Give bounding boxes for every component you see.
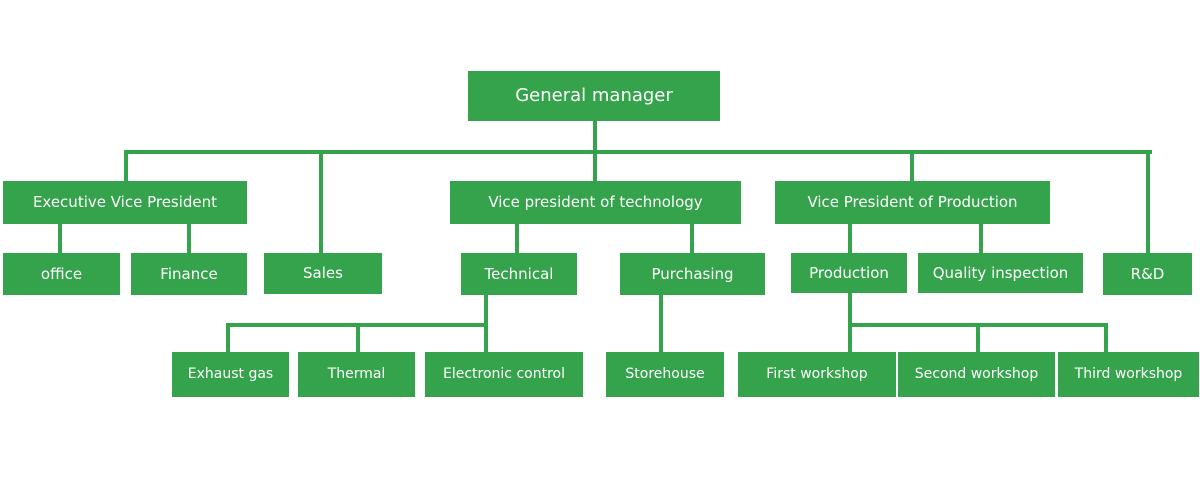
node-sales: Sales (264, 253, 382, 294)
node-executive-vice-president: Executive Vice President (3, 181, 247, 224)
connector-quality-inspection-drop (979, 223, 983, 253)
node-office: office (3, 253, 120, 295)
connector-exhaust-gas-drop (226, 323, 230, 352)
connector-purchasing-drop (690, 223, 694, 253)
connector-executive-vp-drop (124, 150, 128, 181)
connector-technical-drop (515, 223, 519, 253)
connector-second-workshop-drop (976, 323, 980, 352)
connector-finance-drop (187, 223, 191, 253)
node-first-workshop: First workshop (738, 352, 896, 397)
connector-sales-drop (319, 150, 323, 253)
connector-rd-drop (1146, 150, 1150, 253)
node-storehouse: Storehouse (606, 352, 724, 397)
connector-production-down-stem (848, 292, 852, 352)
node-finance: Finance (131, 253, 247, 295)
node-production: Production (791, 253, 907, 293)
connector-production-drop (848, 223, 852, 253)
connector-bus (124, 150, 1152, 154)
connector-thermal-drop (356, 323, 360, 352)
node-quality-inspection: Quality inspection (918, 253, 1083, 293)
node-second-workshop: Second workshop (898, 352, 1055, 397)
node-vice-president-of-production: Vice President of Production (775, 181, 1050, 224)
connector-office-drop (58, 223, 62, 253)
node-vice-president-of-technology: Vice president of technology (450, 181, 741, 224)
connector-storehouse-drop (659, 294, 663, 352)
node-third-workshop: Third workshop (1058, 352, 1199, 397)
node-thermal: Thermal (298, 352, 415, 397)
connector-general-manager-stem (593, 121, 597, 181)
node-rd: R&D (1103, 253, 1192, 295)
node-general-manager: General manager (468, 71, 720, 121)
node-purchasing: Purchasing (620, 253, 765, 295)
connector-vp-production-drop (910, 150, 914, 181)
node-exhaust-gas: Exhaust gas (172, 352, 289, 397)
connector-third-workshop-drop (1104, 323, 1108, 352)
node-technical: Technical (461, 253, 577, 295)
node-electronic-control: Electronic control (425, 352, 583, 397)
